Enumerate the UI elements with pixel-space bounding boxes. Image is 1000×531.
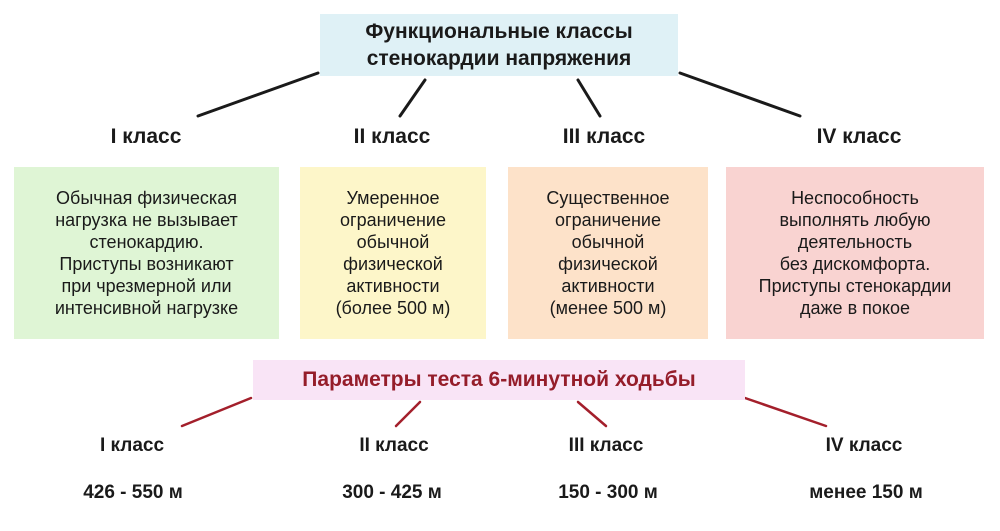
class-2-line: ограничение: [340, 210, 446, 230]
walk-class-2-label: II класс: [359, 435, 429, 456]
walk-class-3-value: 150 - 300 м: [558, 482, 658, 503]
connector-walk-to-class-2: [394, 400, 422, 428]
class-2-line: физической: [343, 254, 443, 274]
class-3-line: Существенное: [546, 188, 670, 208]
class-3-line: физической: [558, 254, 658, 274]
class-1-description: Обычная физическая нагрузка не вызывает …: [14, 167, 279, 339]
class-2-line: активности: [346, 276, 440, 296]
connector-top-to-class-4: [678, 71, 802, 118]
title-line-1: Функциональные классы: [365, 20, 633, 43]
class-3-description: Существенное ограничение обычной физичес…: [508, 167, 708, 339]
class-2-description: Умеренное ограничение обычной физической…: [300, 167, 486, 339]
walk-test-title: Параметры теста 6-минутной ходьбы: [253, 360, 745, 400]
walk-class-1-label: I класс: [99, 435, 165, 456]
class-4-label: IV класс: [816, 125, 902, 148]
class-2-label: II класс: [353, 125, 431, 148]
class-2-line: обычной: [356, 232, 430, 252]
title-line-2: стенокардии напряжения: [366, 47, 632, 70]
class-4-line: даже в покое: [800, 298, 910, 318]
class-1-line: Приступы возникают: [59, 254, 234, 274]
class-3-label: III класс: [562, 125, 646, 148]
class-4-description: Неспособность выполнять любую деятельнос…: [726, 167, 984, 339]
connector-top-to-class-1: [196, 71, 320, 118]
connector-walk-to-class-3: [576, 400, 608, 428]
class-4-line: Неспособность: [791, 188, 919, 208]
connector-walk-to-class-4: [743, 396, 828, 428]
walk-class-1-value: 426 - 550 м: [83, 482, 183, 503]
class-2-line: (более 500 м): [335, 298, 451, 318]
walk-class-4-label: IV класс: [825, 435, 903, 456]
class-3-line: ограничение: [555, 210, 661, 230]
functional-classes-title: Функциональные классы стенокардии напряж…: [320, 14, 678, 76]
class-4-line: Приступы стенокардии: [758, 276, 952, 296]
class-1-line: нагрузка не вызывает: [55, 210, 238, 230]
walk-class-2-value: 300 - 425 м: [342, 482, 442, 503]
class-3-line: активности: [561, 276, 655, 296]
class-3-line: обычной: [571, 232, 645, 252]
connector-top-to-class-2: [398, 78, 427, 118]
connector-top-to-class-3: [576, 78, 602, 118]
class-1-label: I класс: [110, 125, 182, 148]
walk-class-4-value: менее 150 м: [809, 482, 923, 503]
class-1-line: при чрезмерной или: [61, 276, 232, 296]
class-4-line: без дискомфорта.: [779, 254, 931, 274]
class-1-line: стенокардию.: [89, 232, 204, 252]
class-1-line: интенсивной нагрузке: [54, 298, 239, 318]
walk-class-3-label: III класс: [568, 435, 644, 456]
connector-walk-to-class-1: [180, 396, 253, 428]
class-1-line: Обычная физическая: [56, 188, 237, 208]
class-4-line: выполнять любую: [779, 210, 931, 230]
class-4-line: деятельность: [797, 232, 913, 252]
class-2-line: Умеренное: [346, 188, 440, 208]
class-3-line: (менее 500 м): [549, 298, 667, 318]
